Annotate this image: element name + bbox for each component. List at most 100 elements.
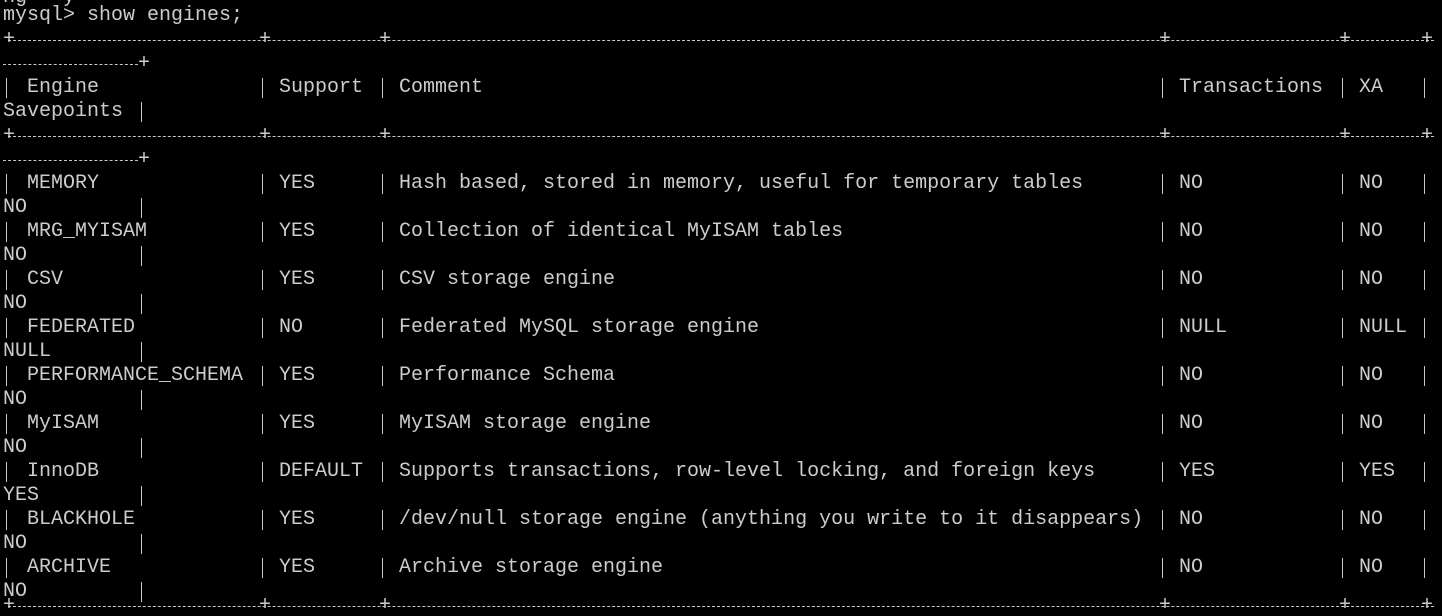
table-row-separator <box>141 294 142 314</box>
table-row-separator <box>141 246 142 266</box>
header-border-tail-dashes <box>3 160 138 161</box>
table-row-separator <box>6 414 7 434</box>
table-row-separator <box>382 174 383 194</box>
table-row-separator <box>262 366 263 386</box>
command-line: mysql> show engines; <box>3 4 243 28</box>
table-top-border-joint: + <box>379 28 392 51</box>
table-top-border-joint: + <box>1159 28 1172 51</box>
cell-transactions: NULL <box>1179 316 1228 339</box>
table-row-separator <box>382 270 383 290</box>
table-bottom-border-joint: + <box>259 594 272 616</box>
header-border-joint: + <box>1159 124 1172 147</box>
table-row-separator <box>1424 270 1425 290</box>
cell-engine: PERFORMANCE_SCHEMA <box>27 364 244 387</box>
table-row-separator <box>1162 366 1163 386</box>
table-row-separator <box>6 510 7 530</box>
column-header: Support <box>279 76 364 99</box>
table-row-separator <box>1162 558 1163 578</box>
cell-comment: /dev/null storage engine (anything you w… <box>399 508 1144 531</box>
cell-savepoints: YES <box>3 484 40 507</box>
header-border-joint: + <box>379 124 392 147</box>
table-row-separator <box>1424 558 1425 578</box>
table-row-separator <box>6 222 7 242</box>
cell-comment: Supports transactions, row-level locking… <box>399 460 1096 483</box>
table-row-separator <box>262 558 263 578</box>
table-row-separator <box>141 342 142 362</box>
table-bottom-border-joint: + <box>1421 594 1434 616</box>
table-top-border-joint: + <box>1339 28 1352 51</box>
cell-comment: CSV storage engine <box>399 268 616 291</box>
table-row-separator <box>6 174 7 194</box>
column-header: XA <box>1359 76 1384 99</box>
cell-support: YES <box>279 172 316 195</box>
cell-xa: NULL <box>1359 316 1408 339</box>
cell-support: YES <box>279 412 316 435</box>
cell-xa: NO <box>1359 556 1384 579</box>
cell-savepoints: NO <box>3 532 28 555</box>
mysql-prompt: mysql> <box>3 4 76 27</box>
table-row-separator <box>1342 174 1343 194</box>
header-border-tail-joint: + <box>138 148 151 171</box>
header-border-dashes <box>8 136 1434 137</box>
cell-savepoints: NO <box>3 436 28 459</box>
table-row-separator <box>6 270 7 290</box>
cell-engine: InnoDB <box>27 460 100 483</box>
table-row-separator <box>6 558 7 578</box>
cell-engine: FEDERATED <box>27 316 136 339</box>
table-bottom-border-joint: + <box>1159 594 1172 616</box>
cell-xa: NO <box>1359 172 1384 195</box>
cell-transactions: NO <box>1179 172 1204 195</box>
table-row-separator <box>1162 318 1163 338</box>
cell-transactions: NO <box>1179 364 1204 387</box>
clipped-previous-line: ng y <box>3 0 75 10</box>
table-bottom-border-joint: + <box>3 594 16 616</box>
table-row-separator <box>1342 510 1343 530</box>
table-row-separator <box>262 270 263 290</box>
cell-engine: MEMORY <box>27 172 100 195</box>
table-row-separator <box>382 366 383 386</box>
table-bottom-border-dashes <box>8 606 1434 607</box>
table-bottom-border-joint: + <box>1339 594 1352 616</box>
column-header: Transactions <box>1179 76 1324 99</box>
header-border-joint: + <box>1339 124 1352 147</box>
cell-comment: Collection of identical MyISAM tables <box>399 220 844 243</box>
table-top-border-joint: + <box>1421 28 1434 51</box>
table-row-separator <box>1424 462 1425 482</box>
cell-support: YES <box>279 364 316 387</box>
cell-comment: Performance Schema <box>399 364 616 387</box>
cell-transactions: NO <box>1179 268 1204 291</box>
header-separator <box>141 102 142 122</box>
table-row-separator <box>1162 462 1163 482</box>
cell-comment: MyISAM storage engine <box>399 412 652 435</box>
cell-engine: CSV <box>27 268 64 291</box>
table-row-separator <box>1424 174 1425 194</box>
table-row-separator <box>262 414 263 434</box>
cell-savepoints: NO <box>3 244 28 267</box>
cell-comment: Archive storage engine <box>399 556 664 579</box>
table-top-border-tail-joint: + <box>138 52 151 75</box>
column-header: Engine <box>27 76 100 99</box>
cell-xa: NO <box>1359 508 1384 531</box>
table-row-separator <box>1342 366 1343 386</box>
table-row-separator <box>1424 318 1425 338</box>
cell-support: YES <box>279 508 316 531</box>
cell-comment: Hash based, stored in memory, useful for… <box>399 172 1084 195</box>
cell-transactions: YES <box>1179 460 1216 483</box>
table-row-separator <box>141 198 142 218</box>
table-row-separator <box>1342 318 1343 338</box>
column-header: Savepoints <box>3 100 124 123</box>
cell-support: YES <box>279 556 316 579</box>
cell-xa: NO <box>1359 364 1384 387</box>
cell-xa: NO <box>1359 268 1384 291</box>
table-row-separator <box>262 462 263 482</box>
cell-xa: YES <box>1359 460 1396 483</box>
table-row-separator <box>6 366 7 386</box>
table-row-separator <box>1342 222 1343 242</box>
cell-xa: NO <box>1359 220 1384 243</box>
table-row-separator <box>6 318 7 338</box>
table-row-separator <box>262 318 263 338</box>
table-top-border-tail-dashes <box>3 64 138 65</box>
cell-transactions: NO <box>1179 220 1204 243</box>
cell-comment: Federated MySQL storage engine <box>399 316 760 339</box>
